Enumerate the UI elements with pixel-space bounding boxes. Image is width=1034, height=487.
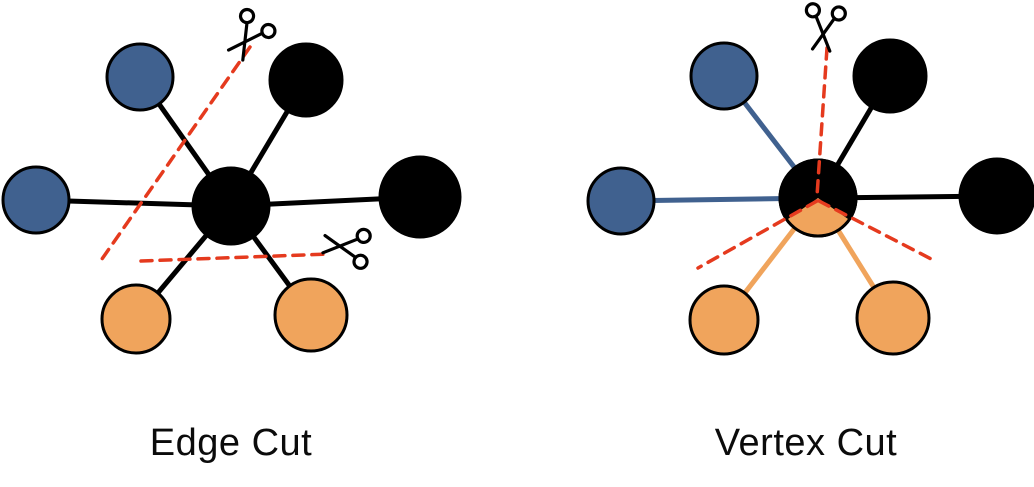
graph-node-blue xyxy=(689,41,759,111)
graph-node-blue xyxy=(105,42,175,112)
center-node-outline xyxy=(778,158,858,238)
graph-node-black xyxy=(378,155,462,239)
graph-node-black xyxy=(958,157,1034,235)
graph-node-blue xyxy=(1,165,71,235)
graph-node-black xyxy=(852,38,928,114)
graph-node-blue xyxy=(586,166,656,236)
graph-node-orange xyxy=(273,277,349,353)
graph-node-black xyxy=(268,42,344,118)
panel-vertex-cut xyxy=(586,2,1034,356)
cut-line xyxy=(815,46,829,198)
center-node-wedge xyxy=(786,198,850,237)
cut-line xyxy=(139,252,332,263)
scissors-icon xyxy=(321,227,372,270)
cut-line xyxy=(100,45,252,261)
graph-node-orange xyxy=(688,284,760,356)
scissors-icon xyxy=(804,2,847,53)
cut-line xyxy=(696,199,819,270)
graph-node-orange xyxy=(855,280,931,356)
caption-edge-cut: Edge Cut xyxy=(149,422,313,464)
center-node xyxy=(191,166,271,246)
caption-vertex-cut: Vertex Cut xyxy=(714,422,898,464)
scissors-icon xyxy=(226,7,277,62)
cut-line xyxy=(817,199,939,264)
panel-edge-cut xyxy=(1,7,462,355)
graph-node-orange xyxy=(100,283,172,355)
